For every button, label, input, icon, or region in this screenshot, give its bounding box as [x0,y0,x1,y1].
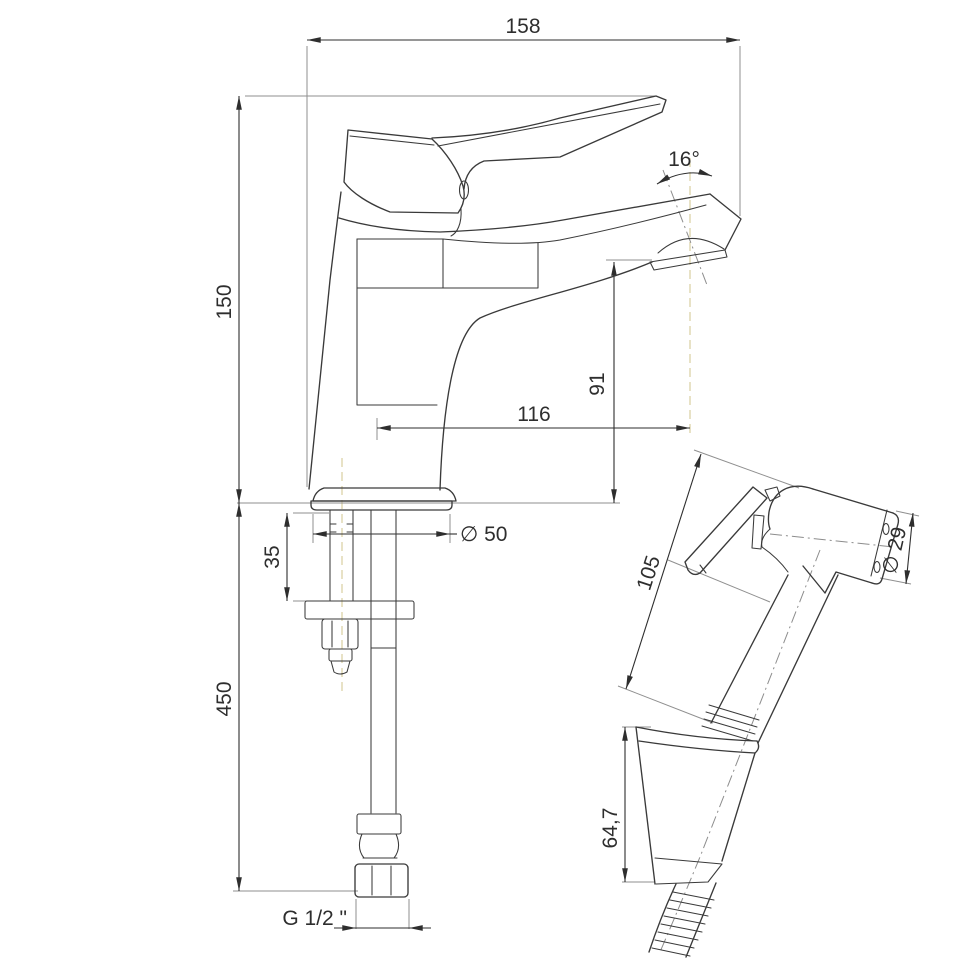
sprayer-head-underside [802,565,873,594]
label-spout-reach: 116 [517,403,550,426]
nozzle-detail-bottom [873,560,881,574]
label-hose-length: 450 [213,681,236,716]
mounting-nut-facets [331,620,349,648]
lever-pivot [458,180,470,200]
mounting-nut [321,618,359,650]
handle-grip-hatch [701,704,760,742]
ext-dia29-top [895,510,920,517]
dimension-labels: 158 150 450 35 ∅ 50 91 116 16° G 1/2 " 1… [213,15,911,930]
hose-ribs [651,891,715,957]
sprayer-head-axis [769,533,895,548]
hose-neck [358,833,400,859]
dim-line-105 [625,453,702,690]
sprayer-handle [710,574,839,744]
trigger-pin [751,514,765,550]
sprayer-face-outer [871,512,900,585]
shank-lower [328,648,353,662]
sprayer-neck-line [761,528,789,573]
ext-105-top [693,449,800,489]
spout-tip [709,193,742,251]
connection-nut [354,863,409,898]
aerator-dome [657,237,725,254]
supply-hose-tube [370,509,397,814]
handle-lever [431,95,667,190]
label-connection-thread: G 1/2 " [282,907,347,930]
label-overall-width: 158 [505,15,540,38]
label-holder-height: 64,7 [599,808,622,849]
sprayer-head-top [812,488,894,514]
ext-105-bottom [617,685,714,724]
spout-angle-centerline [662,169,708,286]
dim-line-dia29 [904,512,915,585]
aerator-outlet [649,249,728,271]
label-outlet-height: 91 [586,372,609,395]
label-sprayer-head-diameter: ∅ 29 [878,525,911,576]
sprayer-handle-axis [659,549,821,953]
cartridge-lines [356,238,539,406]
label-overall-height: 150 [213,284,236,319]
bracket-bottom [654,857,723,885]
spout-top-inner-line [356,204,707,244]
handle-cap [343,129,465,214]
dimension-lines [236,37,915,931]
label-sprayer-length: 105 [632,553,665,593]
handle-cap-face-line [349,135,435,146]
ext-sprayer-mid [667,559,771,603]
escutcheon-base [310,500,453,511]
body-left-edge [308,191,342,490]
connection-nut-facets [371,865,392,896]
handle-lever-face-line [437,103,661,147]
label-deck-thickness: 35 [261,545,284,568]
shank-tip [330,660,351,675]
mounting-washer [304,600,415,620]
trigger-tip-line [699,564,707,574]
escutcheon-top [312,487,457,502]
hose-collar [356,813,402,835]
sprayer-trigger [684,486,768,576]
threaded-shank [329,509,354,602]
extension-lines [233,46,920,929]
body-right-curve [439,261,653,491]
bracket-rim [635,726,760,754]
bracket-sides [635,726,756,885]
label-base-diameter: ∅ 50 [460,523,508,546]
sprayer-view [635,485,900,958]
dim-arc-16deg [656,168,713,185]
sprayer-hose [648,882,717,958]
trigger-tab [764,486,781,502]
faucet-main-view [304,95,742,898]
sprayer-dome [767,485,814,530]
label-spout-angle: 16° [668,148,700,171]
spout-top-edge [338,193,711,233]
pivot-neck-line [450,208,462,237]
nozzle-detail-top [882,522,890,536]
